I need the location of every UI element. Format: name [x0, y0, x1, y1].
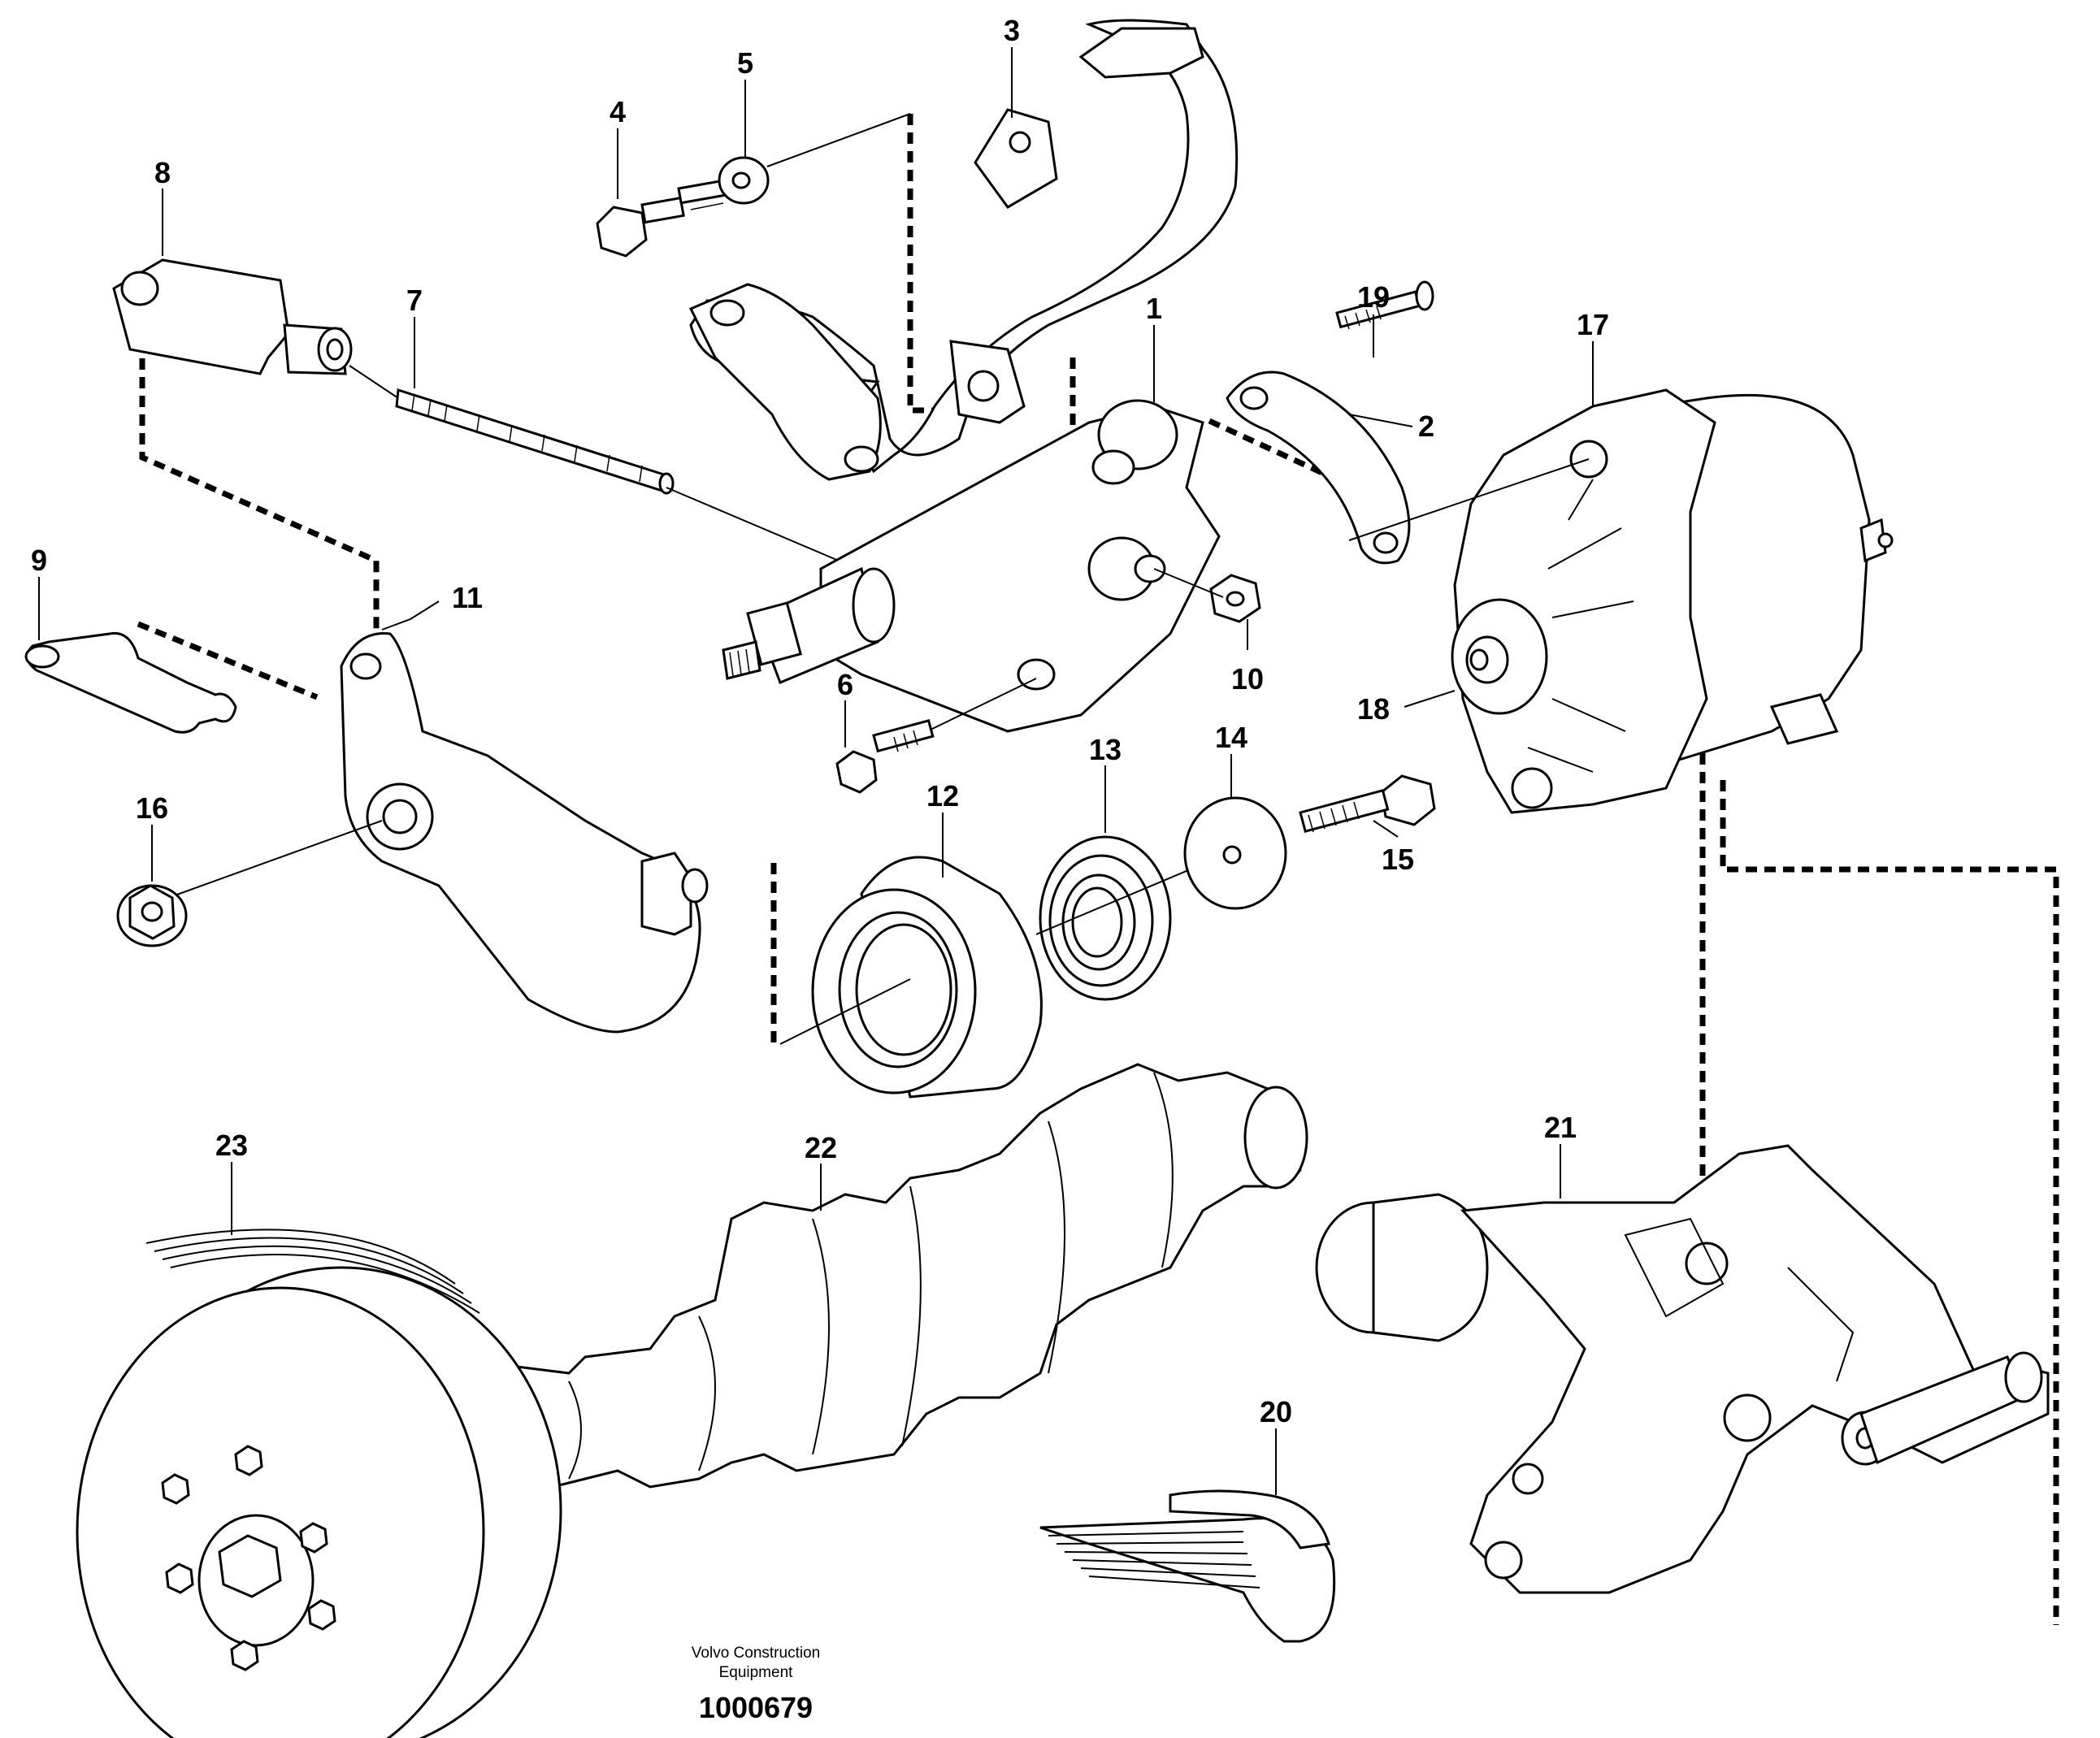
callout-23: 23 [215, 1129, 248, 1162]
tensioner-bracket-part-21 [1315, 1144, 2050, 1594]
callout-10: 10 [1231, 662, 1264, 696]
flange-nut-part-16 [116, 884, 188, 947]
callout-14: 14 [1215, 721, 1247, 754]
curved-plate-part-2 [1226, 371, 1411, 565]
callout-8: 8 [154, 156, 171, 189]
drawing-number: 1000679 [699, 1691, 813, 1724]
rod-end-part-8 [112, 258, 353, 375]
footer: Volvo Construction Equipment 1000679 [692, 1645, 820, 1724]
screw-part-19 [1335, 280, 1434, 330]
callout-11: 11 [452, 581, 483, 614]
exhaust-pipe-part-3 [688, 19, 1239, 481]
callout-20: 20 [1260, 1395, 1292, 1428]
callout-1: 1 [1146, 292, 1162, 325]
callout-5: 5 [737, 46, 753, 80]
callout-9: 9 [31, 544, 47, 577]
tensioner-arm-part-11 [174, 632, 709, 1034]
callout-3: 3 [1004, 14, 1020, 47]
callout-22: 22 [805, 1131, 837, 1164]
callout-18: 18 [1357, 692, 1390, 726]
nut-part-10 [1153, 568, 1261, 623]
callout-7: 7 [406, 284, 423, 317]
bearing-part-13 [1035, 835, 1220, 1001]
callout-17: 17 [1577, 308, 1609, 341]
callout-leader-lines [38, 47, 1594, 1495]
callout-labels: 3 5 4 8 7 1 19 17 2 9 11 10 6 18 14 13 1… [31, 14, 1609, 1428]
crankshaft-part-22 [453, 1063, 1308, 1490]
bolt-part-6 [835, 678, 1037, 794]
callout-16: 16 [136, 791, 168, 825]
bolt-part-4 [596, 179, 727, 258]
company-name-line1: Volvo Construction [692, 1645, 820, 1662]
clip-part-9 [24, 631, 237, 734]
spacer-washer-part-14 [1183, 796, 1287, 910]
callout-15: 15 [1382, 843, 1414, 876]
callout-6: 6 [837, 668, 853, 701]
callout-19: 19 [1357, 280, 1390, 314]
callout-2: 2 [1418, 410, 1434, 443]
bolt-part-15 [1299, 774, 1436, 834]
bracket-part-1 [722, 399, 1221, 733]
callout-13: 13 [1089, 733, 1122, 766]
callout-4: 4 [610, 95, 626, 128]
crankshaft-pulley-part-23 [76, 1229, 562, 1738]
washer-part-5 [718, 113, 911, 205]
alternator-part-17 [1348, 388, 1894, 814]
callout-21: 21 [1544, 1111, 1577, 1144]
idler-pulley-part-12 [779, 856, 1043, 1099]
company-name-line2: Equipment [719, 1664, 794, 1681]
callout-12: 12 [926, 779, 959, 813]
poly-v-belt-part-20 [1039, 1489, 1336, 1643]
